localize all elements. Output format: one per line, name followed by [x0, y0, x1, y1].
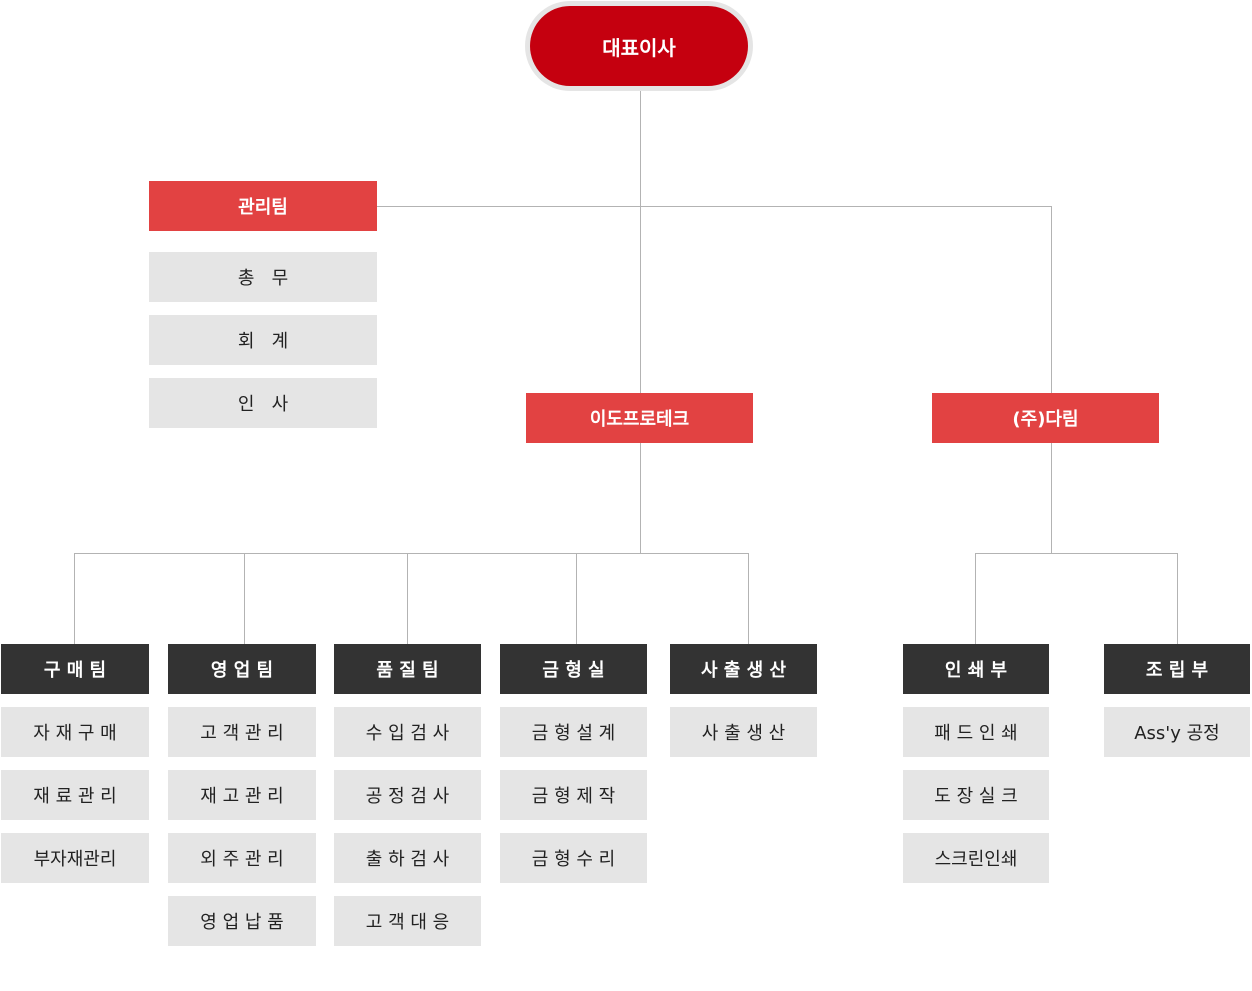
task-node: 금 형 수 리: [500, 833, 647, 883]
task-node: 외 주 관 리: [168, 833, 316, 883]
task-node: 재 고 관 리: [168, 770, 316, 820]
management-team-node: 관리팀: [149, 181, 377, 231]
task-node: 스크린인쇄: [903, 833, 1049, 883]
task-node: 공 정 검 사: [334, 770, 481, 820]
ceo-node: 대표이사: [530, 6, 748, 86]
connector-line: [244, 553, 245, 644]
management-task-hr: 인 사: [149, 378, 377, 428]
task-node: Ass'y 공정: [1104, 707, 1250, 757]
task-node: 고 객 관 리: [168, 707, 316, 757]
management-task-accounting: 회 계: [149, 315, 377, 365]
division-idoprotech-node: 이도프로테크: [526, 393, 753, 443]
connector-line: [1051, 443, 1052, 554]
connector-line: [1051, 206, 1052, 393]
connector-line: [1177, 553, 1178, 644]
task-node: 패 드 인 쇄: [903, 707, 1049, 757]
task-node: 고 객 대 응: [334, 896, 481, 946]
connector-line: [975, 553, 976, 644]
connector-line: [377, 206, 1052, 207]
task-node: 부자재관리: [1, 833, 149, 883]
connector-line: [640, 443, 641, 554]
task-node: 금 형 설 계: [500, 707, 647, 757]
task-node: 수 입 검 사: [334, 707, 481, 757]
management-task-general-affairs: 총 무: [149, 252, 377, 302]
task-node: 재 료 관 리: [1, 770, 149, 820]
task-node: 출 하 검 사: [334, 833, 481, 883]
task-node: 자 재 구 매: [1, 707, 149, 757]
team-sales-node: 영 업 팀: [168, 644, 316, 694]
division-darim-node: (주)다림: [932, 393, 1159, 443]
task-node: 사 출 생 산: [670, 707, 817, 757]
connector-line: [640, 90, 641, 393]
connector-line: [748, 553, 749, 644]
team-assembly-node: 조 립 부: [1104, 644, 1250, 694]
team-printing-node: 인 쇄 부: [903, 644, 1049, 694]
team-injection-node: 사 출 생 산: [670, 644, 817, 694]
task-node: 영 업 납 품: [168, 896, 316, 946]
connector-line: [74, 553, 749, 554]
connector-line: [576, 553, 577, 644]
connector-line: [74, 553, 75, 644]
connector-line: [407, 553, 408, 644]
connector-line: [975, 553, 1178, 554]
team-mold-node: 금 형 실: [500, 644, 647, 694]
team-purchasing-node: 구 매 팀: [1, 644, 149, 694]
task-node: 도 장 실 크: [903, 770, 1049, 820]
team-quality-node: 품 질 팀: [334, 644, 481, 694]
task-node: 금 형 제 작: [500, 770, 647, 820]
